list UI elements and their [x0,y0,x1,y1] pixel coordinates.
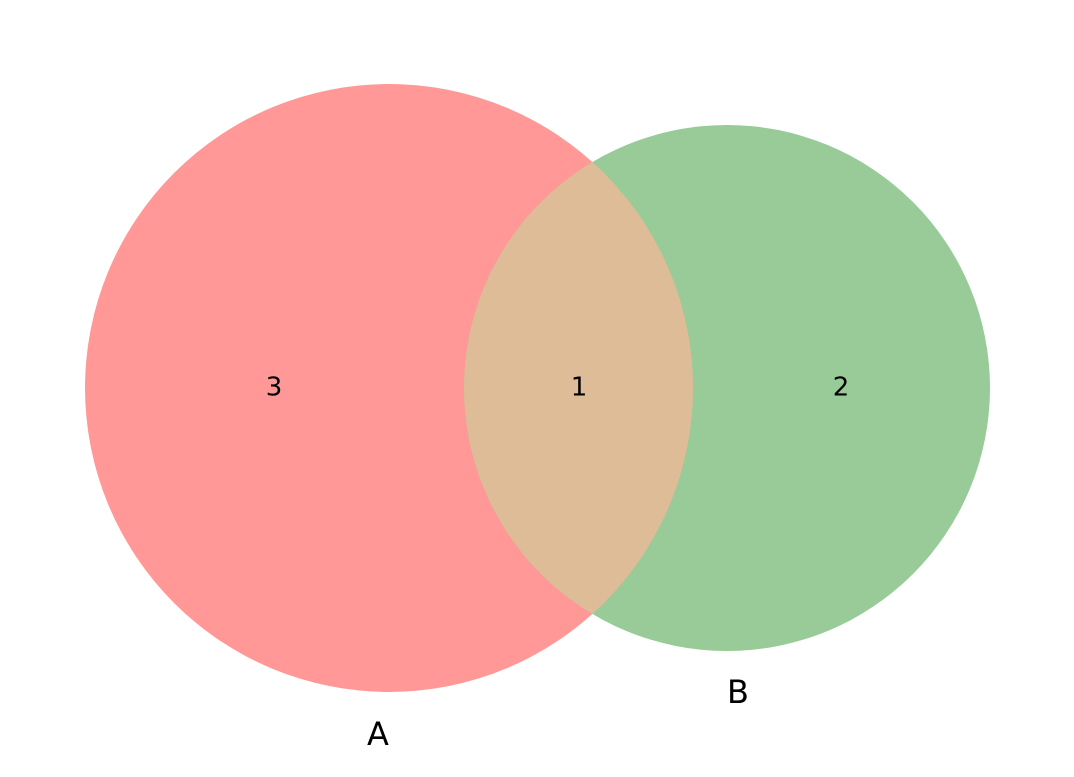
region-overlap-label: 1 [571,373,588,403]
set-a-name-label: A [367,715,389,753]
region-a-only-label: 3 [266,373,283,403]
intersection-region [464,125,693,651]
set-b-name-label: B [727,673,749,711]
region-b-only-label: 2 [833,373,850,403]
